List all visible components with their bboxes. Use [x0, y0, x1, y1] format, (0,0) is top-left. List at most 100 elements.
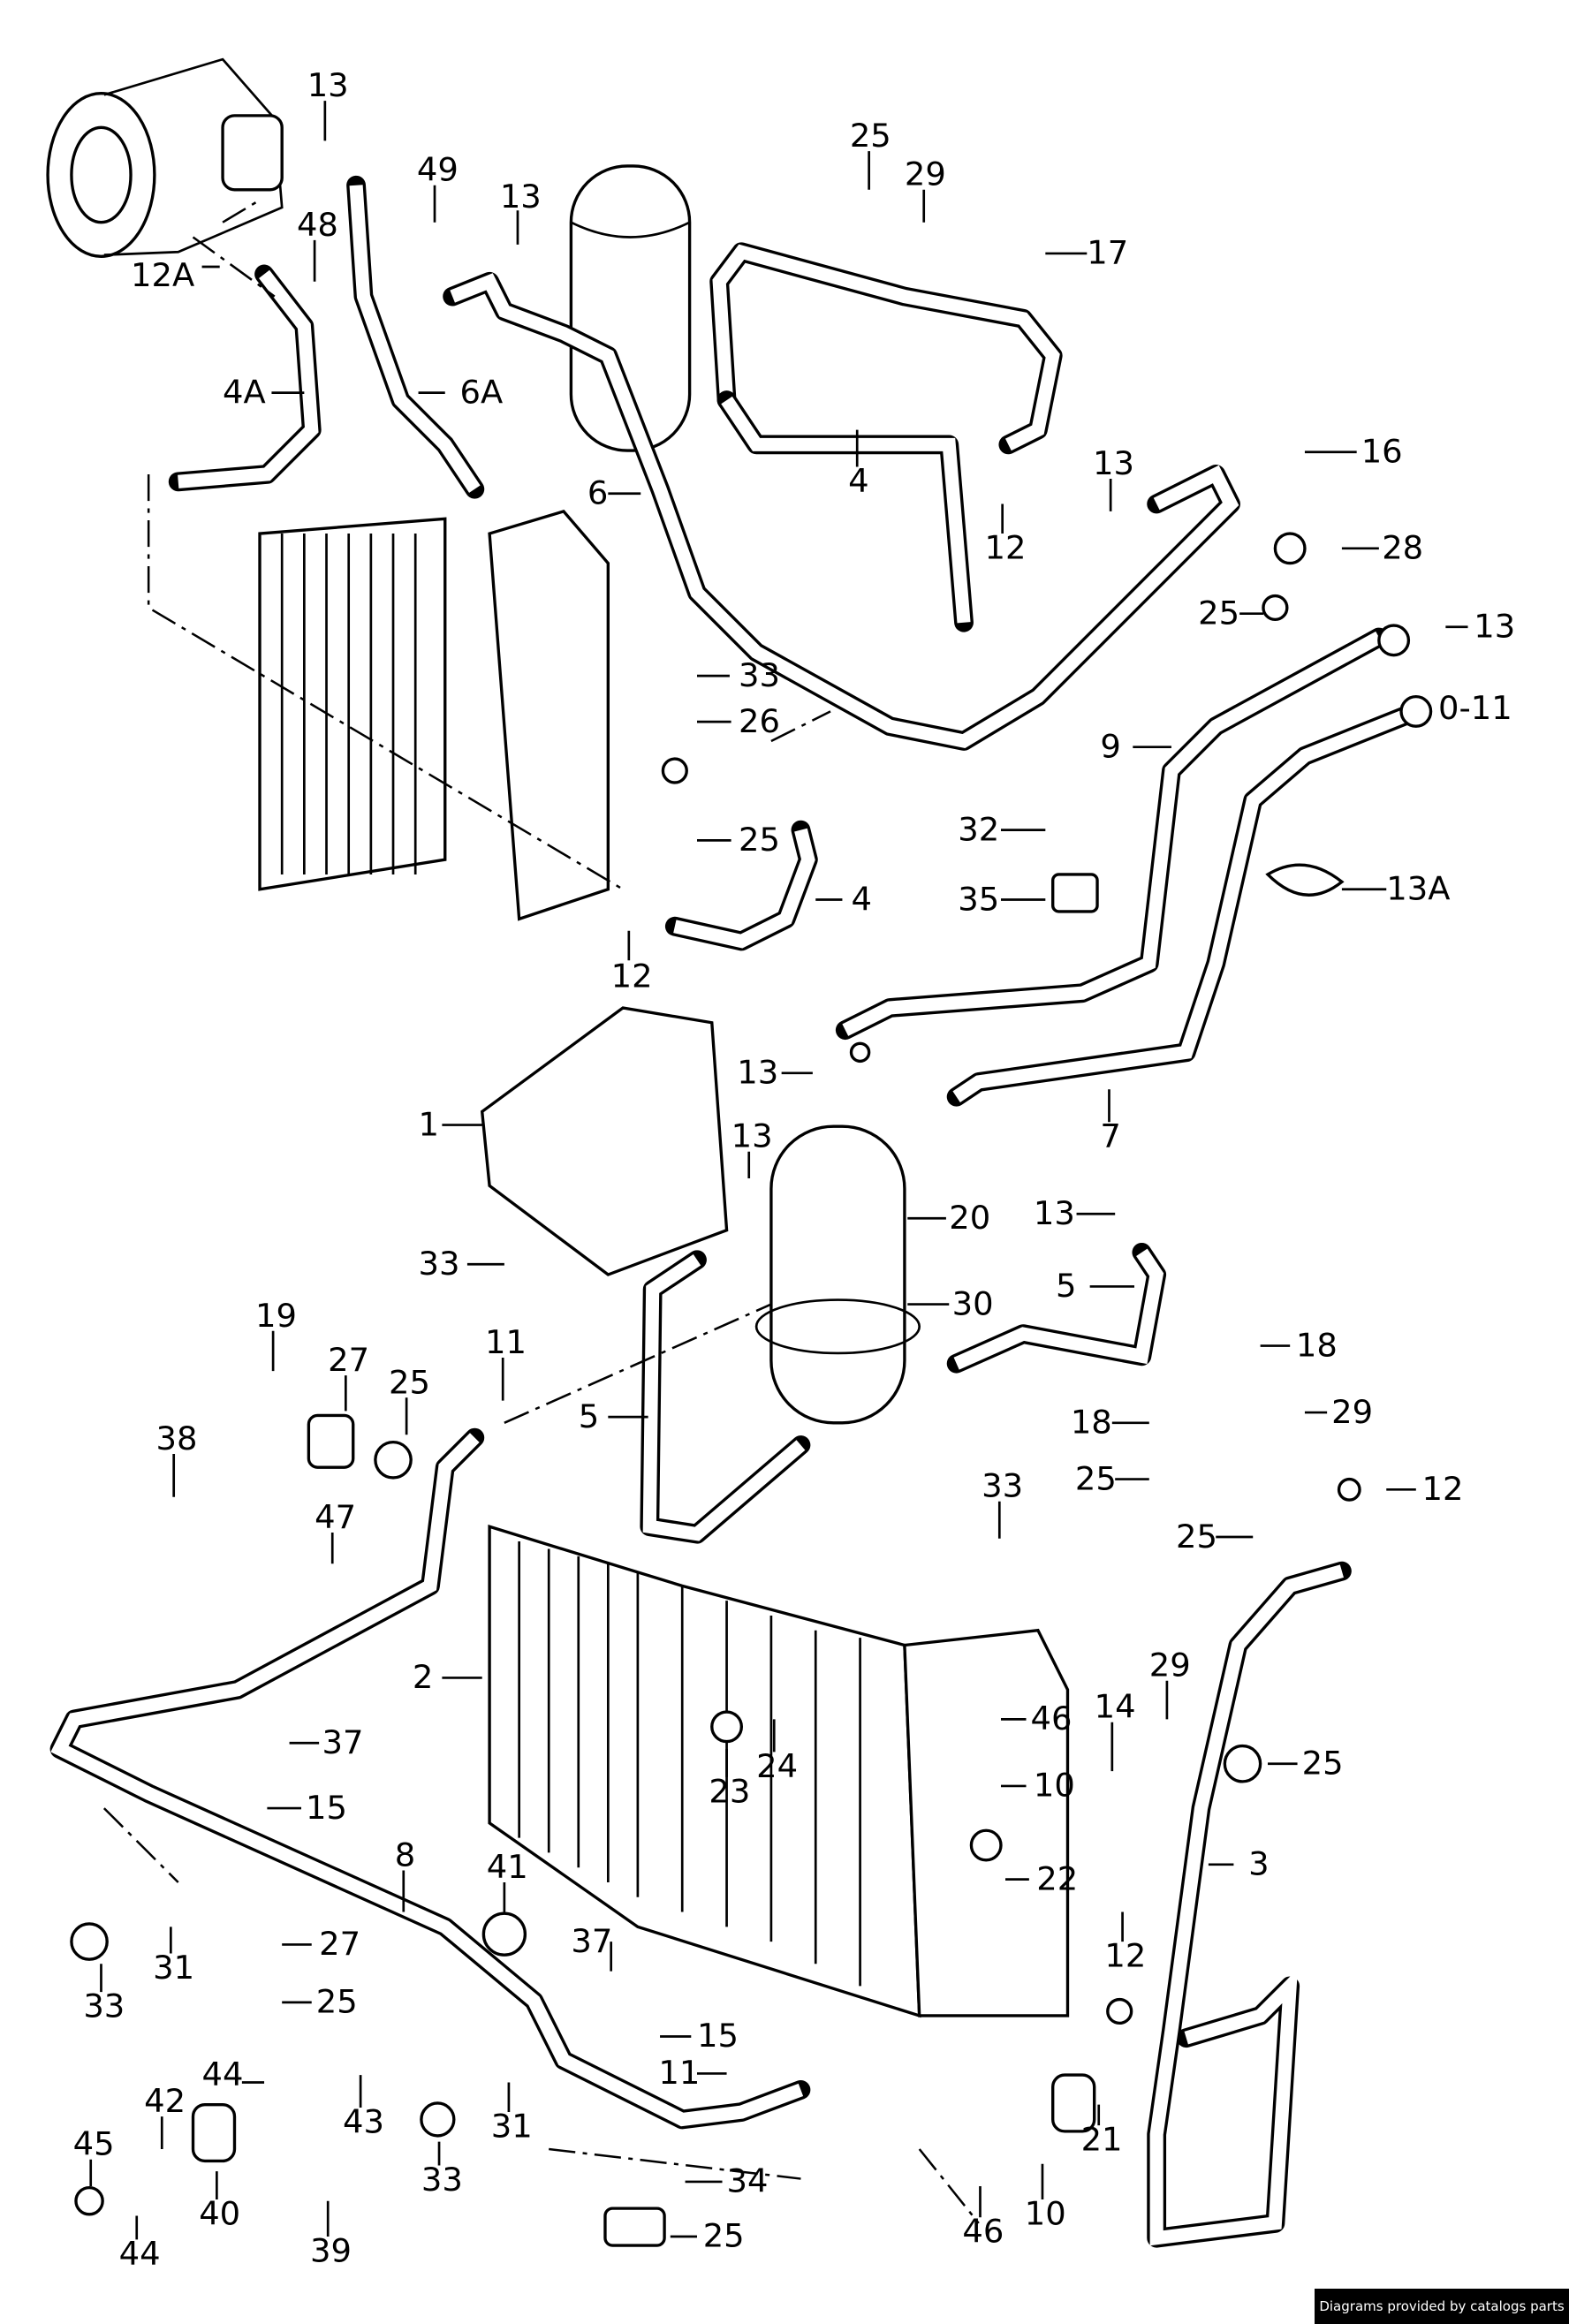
label-38: 38 — [156, 1419, 198, 1457]
leader-lines — [89, 101, 1468, 2240]
label-12: 12 — [1422, 1470, 1464, 1508]
condenser — [488, 1524, 1070, 2018]
label-13: 13 — [1034, 1194, 1075, 1232]
pipe-4 — [709, 242, 1063, 632]
label-29: 29 — [1331, 1393, 1373, 1431]
pipes-9-7 — [664, 627, 1426, 1107]
label-15: 15 — [306, 1789, 347, 1827]
label-30: 30 — [952, 1284, 994, 1322]
label-13: 13 — [731, 1117, 773, 1155]
label-40: 40 — [199, 2195, 240, 2233]
label-44: 44 — [202, 2055, 244, 2093]
label-16: 16 — [1361, 433, 1403, 471]
label-6: 6 — [587, 473, 608, 511]
label-31: 31 — [153, 1949, 194, 1987]
label-39: 39 — [310, 2232, 352, 2270]
label-29: 29 — [1149, 1646, 1191, 1684]
label-22: 22 — [1036, 1859, 1078, 1897]
label-12: 12 — [1104, 1937, 1146, 1975]
label-33: 33 — [982, 1467, 1023, 1505]
label-27: 27 — [319, 1925, 360, 1963]
label-27: 27 — [328, 1341, 369, 1379]
label-19: 19 — [255, 1297, 297, 1335]
label-4: 4 — [848, 462, 868, 500]
label-25: 25 — [1198, 594, 1239, 632]
label-13: 13 — [1474, 608, 1515, 646]
label-45: 45 — [73, 2125, 115, 2163]
label-13: 13 — [307, 66, 349, 104]
label-46: 46 — [1031, 1699, 1073, 1737]
pipe-3 — [1147, 1561, 1352, 2248]
label-49: 49 — [417, 151, 459, 189]
label-31: 31 — [491, 2108, 533, 2146]
label-26: 26 — [739, 702, 780, 740]
label-25: 25 — [1302, 1744, 1344, 1782]
label-42: 42 — [144, 2082, 186, 2120]
label-48: 48 — [297, 206, 338, 244]
label-25: 25 — [703, 2217, 745, 2255]
label-17: 17 — [1087, 234, 1128, 272]
label-12: 12 — [985, 529, 1027, 567]
label-32: 32 — [958, 810, 999, 848]
label-21: 21 — [1081, 2121, 1123, 2159]
label-41: 41 — [487, 1848, 528, 1886]
label-10: 10 — [1025, 2195, 1066, 2233]
label-13: 13 — [1093, 444, 1134, 482]
label-9: 9 — [1100, 727, 1120, 765]
label-33: 33 — [419, 1245, 460, 1283]
label-13A: 13A — [1386, 870, 1450, 908]
label-25: 25 — [389, 1363, 430, 1401]
label-28: 28 — [1382, 529, 1423, 567]
label-24: 24 — [756, 1747, 798, 1785]
label-13: 13 — [500, 178, 542, 216]
label-25: 25 — [739, 821, 780, 859]
label-12: 12 — [611, 958, 653, 995]
receiver-drier-lower — [754, 1124, 921, 1425]
label-18: 18 — [1071, 1404, 1112, 1442]
label-25: 25 — [316, 1983, 358, 2021]
label-25: 25 — [1075, 1459, 1117, 1497]
label-37: 37 — [571, 1922, 612, 1960]
label-6A: 6A — [460, 373, 504, 411]
label-33: 33 — [739, 656, 780, 694]
label-3: 3 — [1248, 1845, 1269, 1883]
label-33: 33 — [421, 2161, 463, 2199]
label-25: 25 — [1176, 1518, 1217, 1556]
label-15: 15 — [697, 2017, 739, 2055]
label-34: 34 — [727, 2162, 769, 2200]
pipe-8 — [49, 1427, 811, 2130]
label-11: 0-11 — [1438, 689, 1512, 727]
label-2: 2 — [413, 1658, 433, 1696]
footer-credit: Diagrams provided by catalogs parts — [1315, 2289, 1569, 2324]
label-4: 4 — [852, 880, 872, 918]
label-10: 10 — [1034, 1767, 1075, 1805]
receiver-drier-upper — [569, 164, 692, 452]
dash-lines — [102, 199, 980, 2224]
pipe-6 — [443, 271, 1240, 751]
label-5: 5 — [579, 1397, 599, 1435]
label-12A: 12A — [131, 256, 194, 294]
label-33: 33 — [83, 1987, 125, 2025]
label-1: 1 — [419, 1105, 439, 1143]
label-35: 35 — [958, 880, 999, 918]
label-11: 11 — [658, 2054, 700, 2092]
compressor — [46, 57, 284, 258]
part-labels: 13 49 48 12A 4A 6A 13 6 25 29 17 4 13 12… — [73, 66, 1516, 2273]
label-11: 11 — [485, 1323, 527, 1361]
label-29: 29 — [905, 155, 946, 193]
small-parts — [70, 532, 1433, 2247]
label-37: 37 — [322, 1723, 363, 1761]
pipe-5 — [640, 1242, 1167, 1544]
label-25: 25 — [850, 117, 891, 155]
label-18: 18 — [1296, 1326, 1338, 1364]
label-14: 14 — [1095, 1688, 1136, 1726]
upper-hoses — [168, 175, 485, 499]
bracket-1 — [480, 1006, 729, 1276]
label-46: 46 — [962, 2213, 1004, 2251]
label-23: 23 — [709, 1772, 750, 1810]
label-7: 7 — [1100, 1117, 1120, 1155]
label-4A: 4A — [223, 373, 266, 411]
label-13: 13 — [737, 1054, 778, 1092]
label-5: 5 — [1056, 1267, 1076, 1305]
